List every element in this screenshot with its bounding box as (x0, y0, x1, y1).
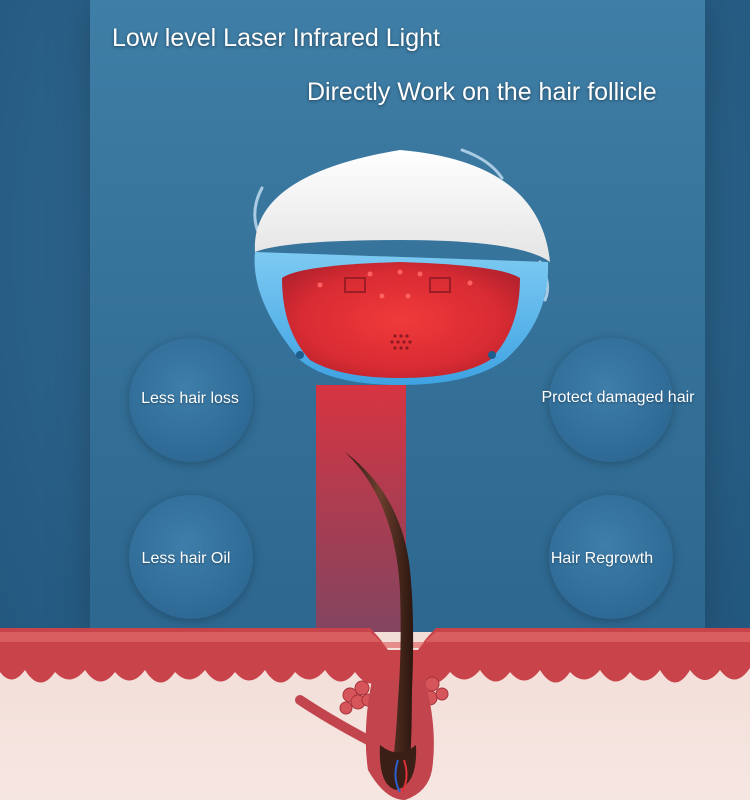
motion-arc-left (253, 186, 264, 234)
hair-follicle-icon (345, 452, 414, 776)
device-sensor-left (344, 277, 366, 293)
motion-arc-right (460, 148, 504, 180)
device-red-glow (282, 262, 520, 378)
device-speaker-grill (390, 334, 412, 350)
benefit-label-hair-regrowth: Hair Regrowth (550, 550, 654, 567)
device-sensor-right (429, 277, 451, 293)
benefit-bubble-hair-regrowth (549, 495, 673, 619)
headline-primary: Low level Laser Infrared Light (112, 24, 440, 52)
headline-secondary: Directly Work on the hair follicle (307, 78, 657, 106)
benefit-bubble-protect-damaged-hair (549, 338, 673, 462)
laser-helmet-icon (254, 150, 550, 385)
blood-vessel-blue (394, 759, 401, 793)
arrector-muscle (295, 695, 373, 745)
benefit-label-protect-damaged-hair: Protect damaged hair (541, 389, 695, 406)
benefit-bubble-less-hair-oil (129, 495, 253, 619)
benefit-label-less-hair-oil: Less hair Oil (141, 550, 231, 567)
benefit-bubble-less-hair-loss (129, 338, 253, 462)
blood-vessel-red (401, 759, 408, 793)
benefit-label-less-hair-loss: Less hair loss (141, 390, 239, 407)
device-white-shell (254, 150, 550, 262)
